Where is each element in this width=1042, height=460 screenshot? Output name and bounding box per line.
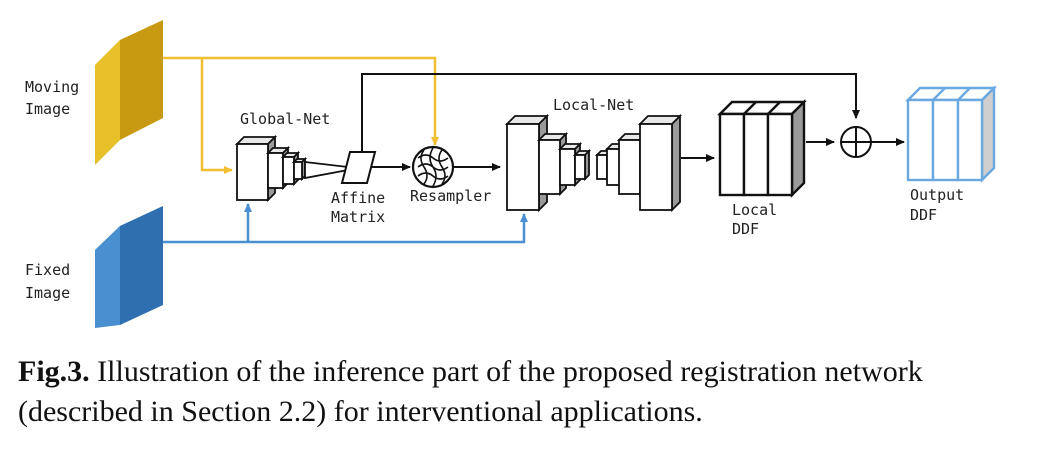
resampler-node: [411, 145, 455, 189]
fixed-image-label-1: Fixed: [25, 261, 70, 279]
affine-skip-connection-arrow: [361, 73, 860, 152]
moving-image-block: [95, 20, 163, 165]
fixed-image-block: [95, 206, 163, 328]
output-ddf-label-2: DDF: [910, 206, 937, 224]
fixed-image-front: [120, 206, 163, 325]
fixed-to-local-net-arrow: [163, 213, 528, 244]
affine-matrix-label-2: Matrix: [331, 208, 385, 226]
local-net-blocks: [504, 113, 683, 213]
local-net-label: Local-Net: [553, 96, 634, 114]
local-ddf-label-1: Local: [732, 201, 777, 219]
moving-to-resampler-arrow: [163, 56, 439, 146]
output-ddf-label-1: Output: [910, 186, 964, 204]
moving-image-connections: [163, 56, 439, 174]
global-net-funnel: [304, 160, 349, 180]
moving-image-label-2: Image: [25, 100, 70, 118]
affine-matrix-shape: [340, 151, 377, 184]
affine-matrix-label-1: Affine: [331, 189, 385, 207]
resampler-label: Resampler: [410, 187, 491, 205]
figure-caption-text: Illustration of the inference part of th…: [18, 355, 923, 428]
figure-caption-label: Fig.3.: [18, 355, 90, 388]
fixed-image-label-2: Image: [25, 284, 70, 302]
registration-network-diagram: Moving Image Fixed Image Global-Net: [25, 20, 997, 328]
local-ddf-stack: [717, 99, 807, 198]
moving-image-side: [95, 40, 120, 165]
moving-image-front: [120, 20, 163, 140]
fixed-image-side: [95, 226, 120, 328]
summation-node: [840, 126, 872, 158]
local-ddf-label-2: DDF: [732, 220, 759, 238]
global-net-blocks: [234, 134, 308, 203]
figure-caption: Fig.3. Illustration of the inference par…: [18, 352, 1028, 432]
fixed-image-connections: [163, 203, 528, 244]
output-ddf-stack: [905, 85, 997, 183]
moving-to-global-net-arrow: [200, 58, 233, 174]
global-net-label: Global-Net: [240, 110, 330, 128]
moving-image-label-1: Moving: [25, 78, 79, 96]
